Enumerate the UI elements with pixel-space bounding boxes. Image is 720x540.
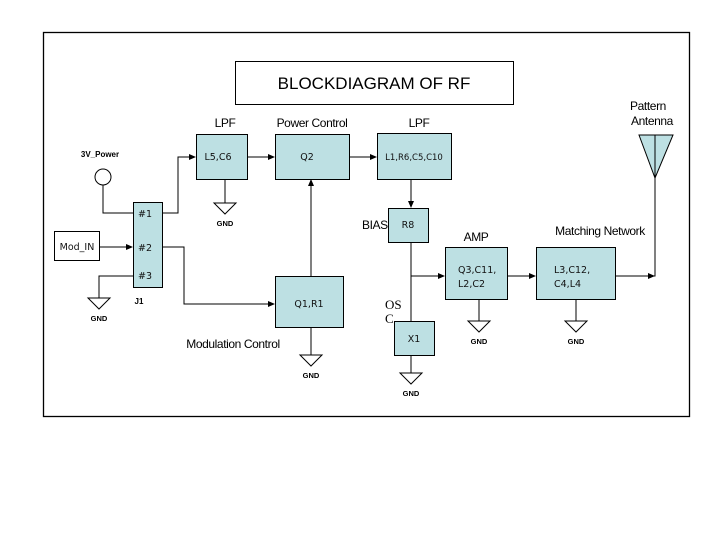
ground-matching: GND <box>563 320 589 346</box>
bias-heading: BIAS <box>362 218 388 232</box>
ground-osc: GND <box>398 372 424 398</box>
mod-in-label: Mod_IN <box>60 242 95 253</box>
lpf1-block: L5,C6 <box>196 134 248 180</box>
ground-icon <box>398 372 424 385</box>
osc-label: X1 <box>408 334 421 345</box>
ground-icon <box>563 320 589 333</box>
matching-network-heading: Matching Network <box>555 224 646 238</box>
lpf2-label: L1,R6,C5,C10 <box>385 153 443 163</box>
pin3-label: #3 <box>138 271 152 282</box>
diagram-title: BLOCKDIAGRAM OF RF <box>278 74 471 93</box>
ground-amp: GND <box>466 320 492 346</box>
bias-block: R8 <box>388 208 429 243</box>
ground-lpf1: GND <box>212 202 238 228</box>
power-source-icon <box>94 168 112 186</box>
modulation-control-block: Q1,R1 <box>275 276 344 328</box>
amp-label-line2: L2,C2 <box>458 279 485 290</box>
osc-heading-line1: OS <box>385 297 402 312</box>
title-box: BLOCKDIAGRAM OF RF <box>235 61 514 105</box>
pin2-label: #2 <box>138 243 152 254</box>
ground-connector: GND <box>86 297 112 323</box>
ground-label: GND <box>91 314 108 323</box>
bias-label: R8 <box>402 220 415 231</box>
wire-matching-to-antenna <box>615 177 656 277</box>
ground-modulation: GND <box>298 354 324 380</box>
matching-network-block: L3,C12, C4,L4 <box>536 247 616 300</box>
pattern-antenna-heading-line2: Antenna <box>631 114 674 128</box>
wire-pin3-to-gnd <box>98 275 133 298</box>
amp-label-line1: Q3,C11, <box>458 265 496 276</box>
mod-in-block: Mod_IN <box>54 231 100 261</box>
power-source-label: 3V_Power <box>81 150 119 159</box>
ground-symbols: GND GND GND GND GND GND <box>86 202 589 398</box>
osc-block: X1 <box>394 321 435 356</box>
connector-label: J1 <box>135 297 144 306</box>
ground-icon <box>298 354 324 367</box>
ground-label: GND <box>303 371 320 380</box>
pattern-antenna-heading-line1: Pattern <box>630 99 666 113</box>
power-control-block: Q2 <box>275 134 350 180</box>
connector-j1: #1 #2 #3 <box>133 202 163 288</box>
lpf2-heading: LPF <box>409 116 430 130</box>
antenna-icon <box>638 134 674 180</box>
power-control-heading: Power Control <box>277 116 348 130</box>
ground-label: GND <box>471 337 488 346</box>
ground-label: GND <box>403 389 420 398</box>
lpf1-label: L5,C6 <box>204 152 231 163</box>
ground-label: GND <box>568 337 585 346</box>
wires <box>98 154 656 373</box>
lpf2-block: L1,R6,C5,C10 <box>377 133 452 180</box>
ground-icon <box>86 297 112 310</box>
wire-pin1-to-lpf1 <box>162 154 196 214</box>
ground-icon <box>212 202 238 215</box>
modulation-control-label: Q1,R1 <box>294 299 323 310</box>
modulation-control-heading: Modulation Control <box>186 337 280 351</box>
ground-label: GND <box>217 219 234 228</box>
power-control-label: Q2 <box>300 152 314 163</box>
lpf1-heading: LPF <box>215 116 236 130</box>
ground-icon <box>466 320 492 333</box>
osc-heading-line2: C <box>385 311 394 326</box>
wire-pin2-to-q1 <box>162 246 275 307</box>
matching-label-line2: C4,L4 <box>554 279 581 290</box>
pin1-label: #1 <box>138 209 152 220</box>
amp-heading: AMP <box>464 230 489 244</box>
wire-power-to-pin1 <box>102 185 133 214</box>
matching-label-line1: L3,C12, <box>554 265 590 276</box>
amp-block: Q3,C11, L2,C2 <box>445 247 508 300</box>
